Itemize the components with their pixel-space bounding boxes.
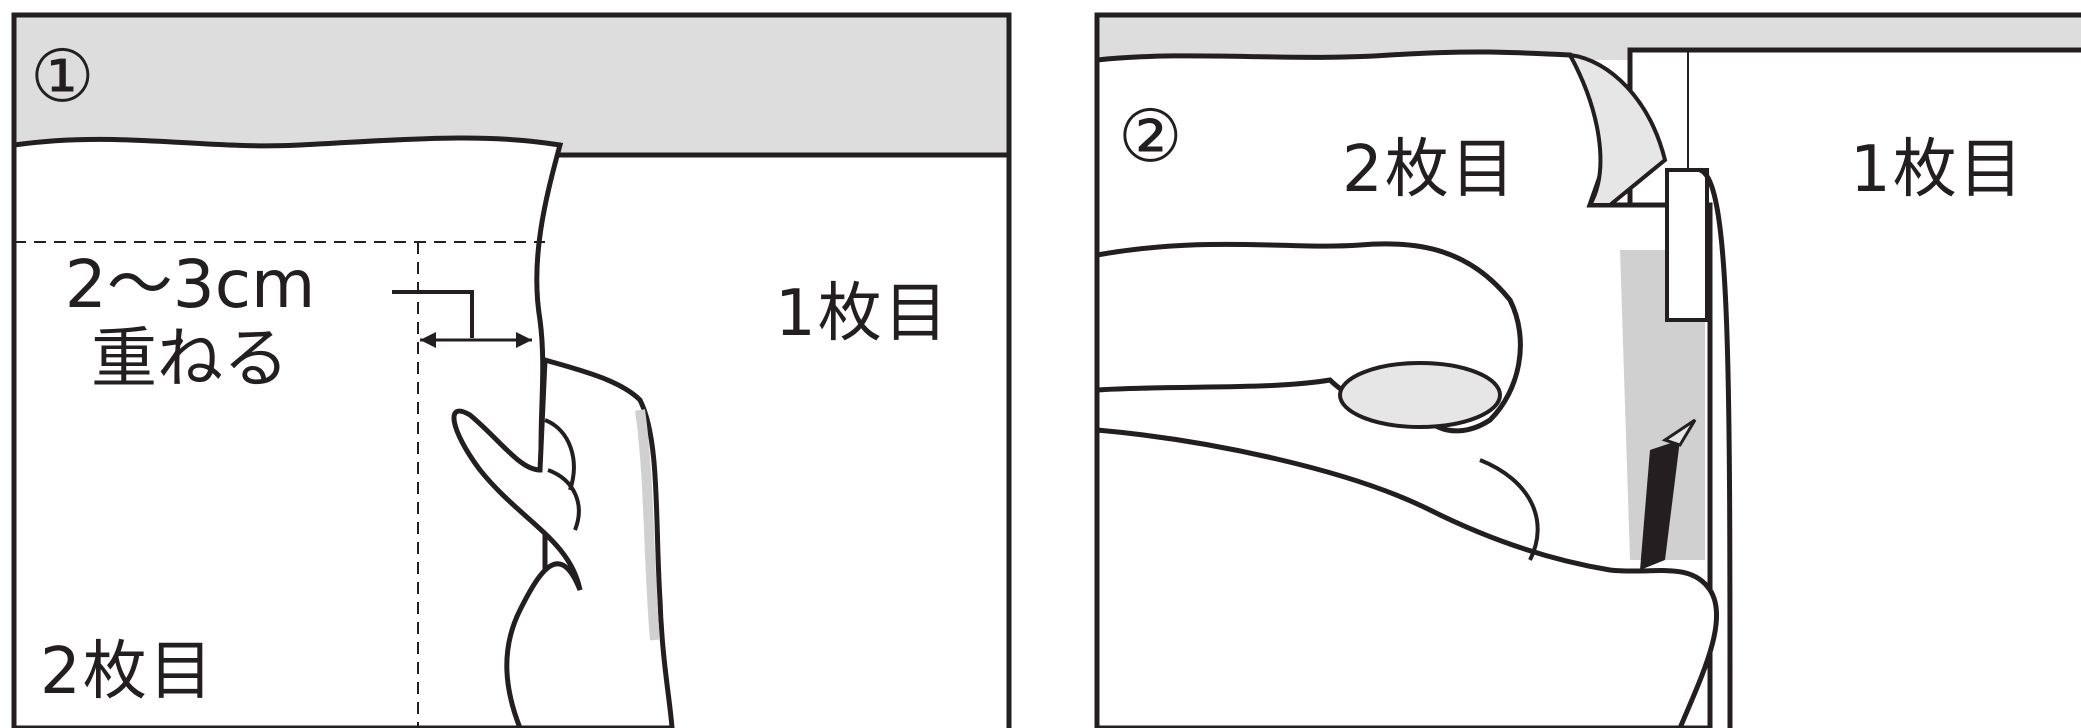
sheet-1-label: 1枚目 <box>1850 133 2025 207</box>
sheet-1-edge <box>1698 167 1733 728</box>
hand-illustration <box>451 356 675 728</box>
inner-shadow <box>1620 250 1705 560</box>
panel-frame <box>11 12 1012 728</box>
measure-leader <box>392 290 474 338</box>
cutter-blade <box>1661 418 1697 447</box>
overlap-action: 重ねる <box>91 320 289 397</box>
step-2-illustration <box>1094 12 2081 728</box>
step-number: ② <box>1118 94 1183 178</box>
sheet-2-label: 2枚目 <box>40 635 215 709</box>
ruler-strip <box>1665 168 1709 322</box>
step-2-panel: ② 2枚目 1枚目 <box>1090 0 2081 728</box>
sheet-1-label: 1枚目 <box>775 277 950 351</box>
step-number: ① <box>30 34 95 118</box>
step-1-illustration <box>11 12 1012 728</box>
ceiling-area <box>14 15 1009 155</box>
arm-contour <box>1479 458 1540 561</box>
cutter-knife <box>1640 440 1680 570</box>
hand-shadow <box>635 409 660 641</box>
lower-arm <box>1094 427 1720 728</box>
finger-lines <box>544 418 581 531</box>
sheet-2-label: 2枚目 <box>1342 133 1517 207</box>
smoothing-tool <box>1338 361 1502 429</box>
panel-frame <box>1094 12 2081 728</box>
step-1-panel: ① 1枚目 2枚目 2〜3cm 重ねる <box>0 0 1020 728</box>
overlap-annotation: 2〜3cm 重ねる <box>50 252 330 392</box>
peeled-flap <box>1566 52 1668 207</box>
overlap-amount: 2〜3cm <box>64 246 316 323</box>
